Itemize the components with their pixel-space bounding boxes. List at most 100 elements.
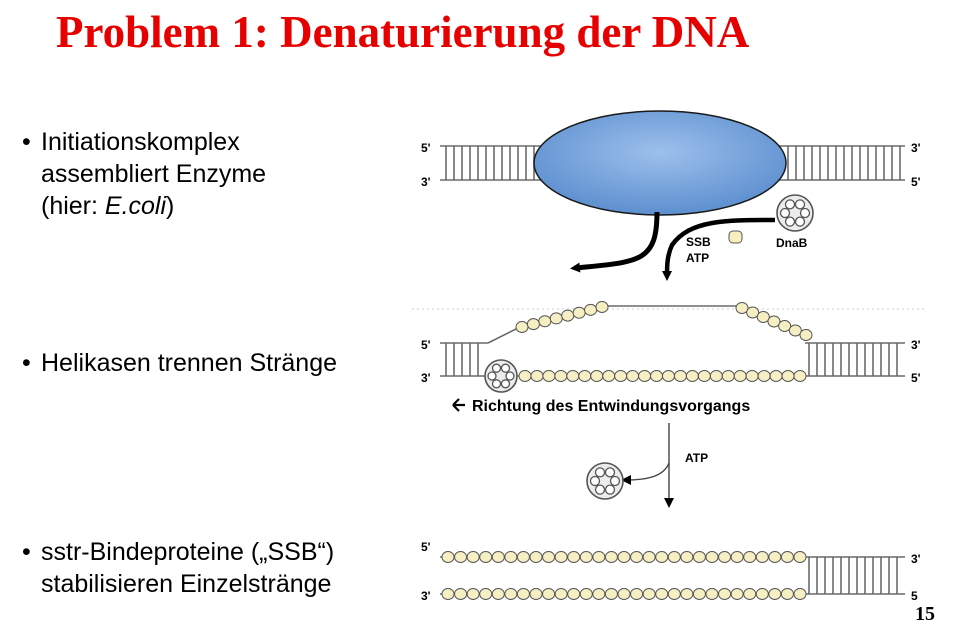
ssb-bead (595, 301, 609, 313)
initiation-complex (533, 110, 787, 216)
ssb-bead (554, 588, 568, 600)
ssb-bead (733, 370, 747, 382)
helicase-subunit (799, 207, 811, 219)
ssb-bead (604, 588, 618, 600)
ssb-bead (755, 551, 769, 563)
ssb-bead (466, 551, 480, 563)
dna-duplex-right (805, 556, 905, 595)
strand-end-label: 3' (911, 141, 921, 155)
ssb-bead (642, 551, 656, 563)
ssb-label: SSB (686, 235, 711, 249)
atp-label: ATP (685, 451, 708, 465)
ssb-bead (692, 551, 706, 563)
ssb-bead (542, 588, 556, 600)
ssb-bead (718, 588, 732, 600)
ssb-bead (592, 551, 606, 563)
ssb-bead (661, 370, 675, 382)
bullet-line: Helikasen trennen Stränge (41, 349, 338, 377)
ssb-bead (554, 551, 568, 563)
bullet-dot: • (22, 128, 31, 156)
ssb-bead (567, 588, 581, 600)
ssb-bead (767, 315, 781, 328)
ssb-bead-row-upper (515, 301, 813, 341)
helicase-subunit (794, 216, 806, 227)
ssb-bead (799, 329, 813, 341)
ssb-bead (617, 551, 631, 563)
ssb-bead (793, 551, 807, 563)
ssb-bead (745, 370, 759, 382)
ssb-bead (516, 588, 530, 600)
ssb-bead (479, 551, 493, 563)
panel-initiation: 5' 3' 3' 5' SSB ATP DnaB (421, 110, 921, 281)
bullet-helicase: • Helikasen trennen Stränge (22, 347, 337, 379)
ssb-bead (579, 588, 593, 600)
ssb-bead (479, 588, 493, 600)
ssb-bead (778, 320, 792, 332)
bullet-dot: • (22, 538, 31, 566)
bullet-line: stabilisieren Einzelstränge (41, 570, 332, 598)
ssb-bead-row-upper (441, 551, 807, 563)
ssb-bead (491, 551, 505, 563)
ssb-bead (757, 370, 771, 382)
ssb-bead (530, 370, 544, 382)
ssb-bead (655, 588, 669, 600)
panel-helicase: 5' 3' 3' 5' Richtung des Entwindungsvorg… (421, 301, 921, 415)
ssb-bead (538, 315, 552, 328)
ssb-bead (614, 370, 628, 382)
dnab-helicase-icon (484, 359, 518, 393)
ssb-bead (572, 306, 586, 319)
ssb-bead (584, 303, 598, 316)
helicase-subunit (594, 484, 606, 495)
ssb-bead (504, 551, 518, 563)
ssb-bead (602, 370, 616, 382)
ssb-bead (441, 588, 455, 600)
dna-duplex-right (805, 342, 905, 377)
ssb-bead (780, 551, 794, 563)
dnab-helicase-icon (776, 194, 814, 232)
ssb-protein (728, 230, 743, 244)
ssb-bead (780, 588, 794, 600)
helicase-subunit (594, 467, 606, 478)
ssb-bead (518, 370, 532, 382)
ssb-bead (756, 311, 770, 323)
ssb-bead (730, 588, 744, 600)
bullet-dot: • (22, 349, 31, 377)
atp-label: ATP (686, 251, 709, 265)
ssb-bead (793, 370, 807, 382)
ssb-bead (667, 588, 681, 600)
ssb-bead (642, 588, 656, 600)
ssb-bead (788, 324, 802, 337)
strand-end-label: 5' (911, 175, 921, 189)
ssb-bead (542, 370, 556, 382)
helicase-subunit (784, 216, 796, 227)
strand-end-label: 3' (421, 371, 431, 385)
ssb-bead (516, 551, 530, 563)
ssb-bead (769, 370, 783, 382)
direction-arrow-icon (452, 398, 465, 412)
ssb-bead (626, 370, 640, 382)
strand-end-label: 5' (421, 141, 431, 155)
ssb-bead (454, 551, 468, 563)
ssb-bead (680, 551, 694, 563)
ssb-bead (549, 312, 563, 325)
strand-end-label: 3' (911, 338, 921, 352)
ssb-bead (638, 370, 652, 382)
ssb-bead (685, 370, 699, 382)
helicase-subunit (604, 467, 616, 478)
dnab-helicase-icon (586, 462, 624, 500)
bullet-ssb: • sstr-Bindeproteine („SSB“) stabilisier… (22, 536, 334, 600)
ssb-bead (743, 588, 757, 600)
ssb-bead (697, 370, 711, 382)
ssb-bead-row-lower (518, 370, 807, 382)
ssb-bead (630, 588, 644, 600)
bullet-line: sstr-Bindeproteine („SSB“) (41, 538, 335, 566)
ssb-bead (554, 370, 568, 382)
helicase-subunit (500, 363, 511, 373)
ssb-bead (781, 370, 795, 382)
strand-end-label: 3' (911, 552, 921, 566)
ssb-bead (579, 551, 593, 563)
ssb-bead (590, 370, 604, 382)
strand-end-label: 5' (911, 371, 921, 385)
dna-duplex-left (440, 326, 521, 377)
